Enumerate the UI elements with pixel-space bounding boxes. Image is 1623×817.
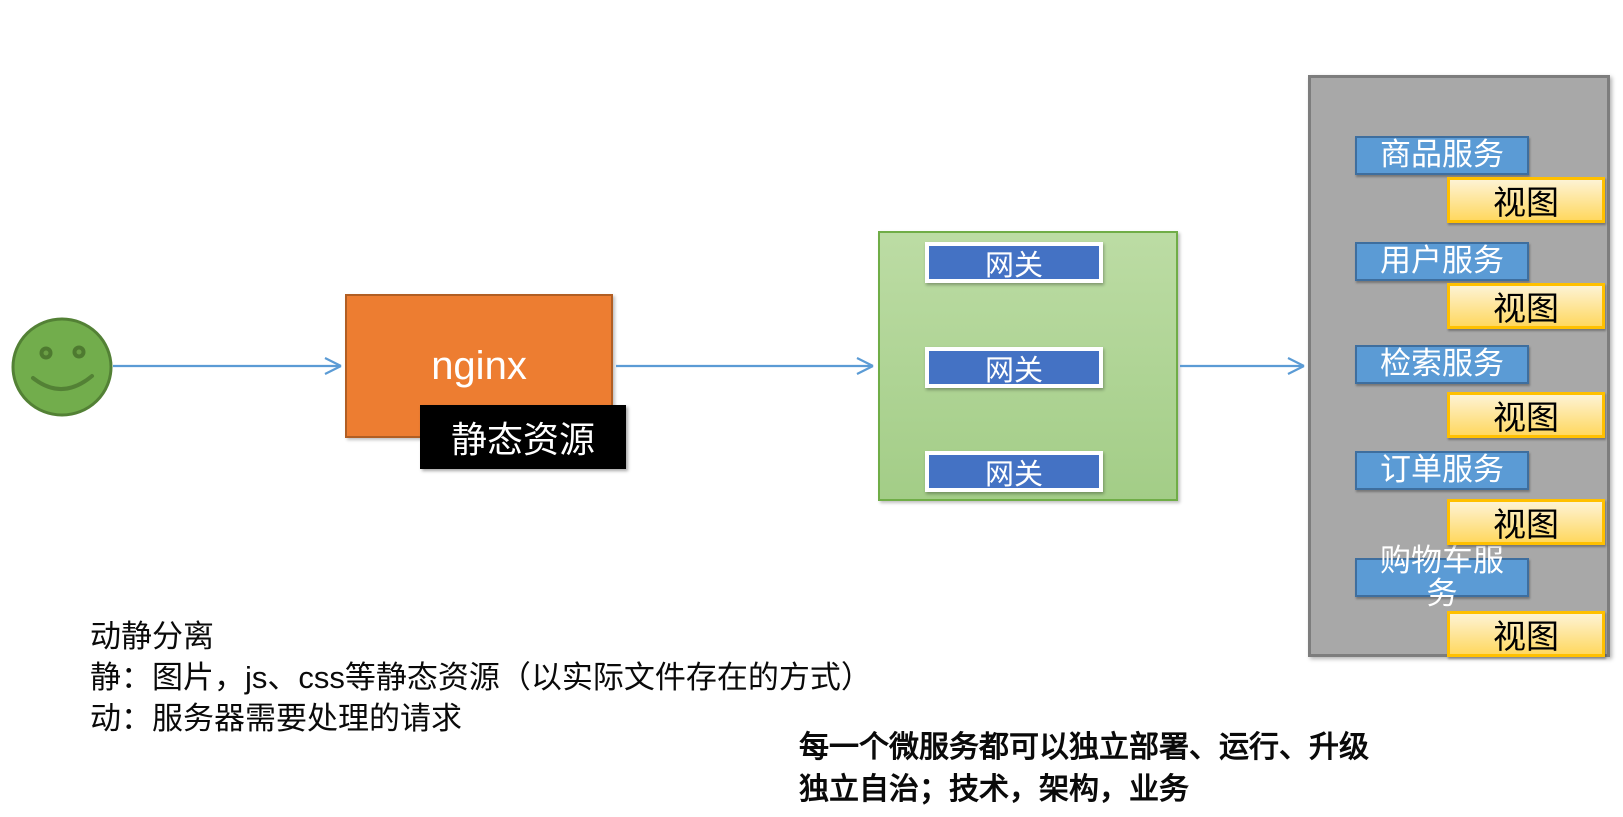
notes-dynamic-static: 动静分离 静：图片，js、css等静态资源（以实际文件存在的方式） 动：服务器需…: [90, 616, 872, 739]
static-resources-box: 静态资源: [420, 405, 626, 469]
view-label: 视图: [1493, 290, 1559, 327]
view-box-search: 视图: [1447, 392, 1605, 438]
note-line: 静：图片，js、css等静态资源（以实际文件存在的方式）: [90, 660, 872, 695]
arrow-gateway-to-services: [1180, 357, 1305, 375]
service-box-cart: 购物车服务: [1355, 544, 1529, 609]
arrow-client-to-nginx: [113, 357, 342, 375]
nginx-label: nginx: [431, 343, 527, 388]
gateway-box-3: 网关: [925, 451, 1103, 492]
service-box-product: 商品服务: [1355, 136, 1529, 175]
gateway-label: 网关: [984, 354, 1043, 387]
view-label: 视图: [1493, 618, 1559, 655]
arrow-nginx-to-gateway: [616, 357, 874, 375]
view-box-cart: 视图: [1447, 611, 1605, 657]
note-line: 动：服务器需要处理的请求: [90, 701, 462, 736]
gateway-label: 网关: [984, 249, 1043, 282]
service-box-order: 订单服务: [1355, 451, 1529, 490]
gateway-box-2: 网关: [925, 347, 1103, 388]
view-label: 视图: [1493, 184, 1559, 221]
view-box-product: 视图: [1447, 177, 1605, 223]
nginx-box: nginx: [345, 294, 613, 438]
service-label: 用户服务: [1380, 243, 1504, 279]
gateway-label: 网关: [984, 458, 1043, 491]
service-box-user: 用户服务: [1355, 242, 1529, 281]
note-line: 独立自治；技术，架构，业务: [799, 773, 1189, 806]
service-box-search: 检索服务: [1355, 345, 1529, 384]
service-label: 购物车服务: [1380, 542, 1504, 611]
note-line: 每一个微服务都可以独立部署、运行、升级: [799, 731, 1369, 764]
service-label: 商品服务: [1380, 137, 1504, 173]
view-label: 视图: [1493, 506, 1559, 543]
gateway-box-1: 网关: [925, 242, 1103, 283]
static-resources-label: 静态资源: [450, 419, 595, 460]
service-label: 检索服务: [1380, 346, 1504, 382]
view-box-user: 视图: [1447, 283, 1605, 329]
view-box-order: 视图: [1447, 499, 1605, 545]
client-smiley-icon: [11, 317, 113, 417]
view-label: 视图: [1493, 399, 1559, 436]
service-label: 订单服务: [1380, 452, 1504, 488]
note-line: 动静分离: [90, 619, 214, 654]
notes-microservice: 每一个微服务都可以独立部署、运行、升级 独立自治；技术，架构，业务: [799, 727, 1369, 811]
